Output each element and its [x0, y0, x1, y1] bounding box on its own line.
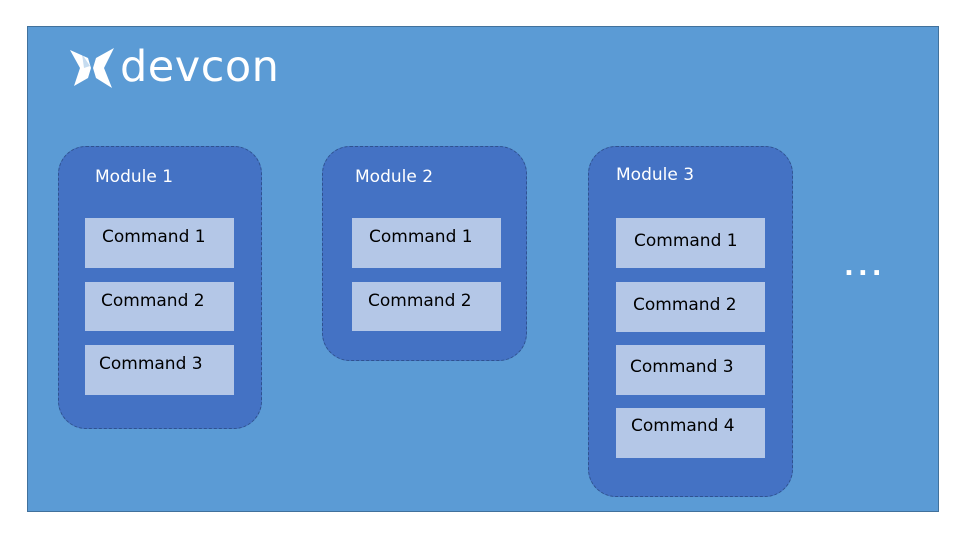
command-label: Command 3	[630, 357, 734, 377]
module-title: Module 2	[355, 167, 434, 187]
module-card: Module 2 Command 1 Command 2	[322, 146, 527, 361]
command-label: Command 2	[633, 295, 737, 315]
command-label: Command 1	[634, 231, 738, 251]
command-item: Command 1	[352, 218, 501, 268]
command-label: Command 1	[369, 227, 473, 247]
command-item: Command 2	[352, 282, 501, 331]
brand-logo: devcon	[68, 42, 279, 94]
module-card: Module 3 Command 1 Command 2 Command 3 C…	[588, 146, 793, 497]
command-item: Command 1	[85, 218, 234, 268]
more-modules-ellipsis: ...	[844, 252, 886, 282]
module-card: Module 1 Command 1 Command 2 Command 3	[58, 146, 262, 429]
command-label: Command 2	[368, 291, 472, 311]
command-item: Command 2	[85, 282, 234, 331]
module-title: Module 3	[616, 165, 695, 185]
devcon-logo-icon	[70, 48, 114, 88]
command-item: Command 4	[616, 408, 765, 458]
command-label: Command 2	[101, 291, 205, 311]
command-item: Command 2	[616, 282, 765, 332]
command-label: Command 3	[99, 354, 203, 374]
module-title: Module 1	[95, 167, 174, 187]
command-label: Command 1	[102, 227, 206, 247]
command-item: Command 3	[85, 345, 234, 395]
command-item: Command 1	[616, 218, 765, 268]
brand-name: devcon	[120, 41, 280, 92]
command-label: Command 4	[631, 416, 735, 436]
command-item: Command 3	[616, 345, 765, 395]
